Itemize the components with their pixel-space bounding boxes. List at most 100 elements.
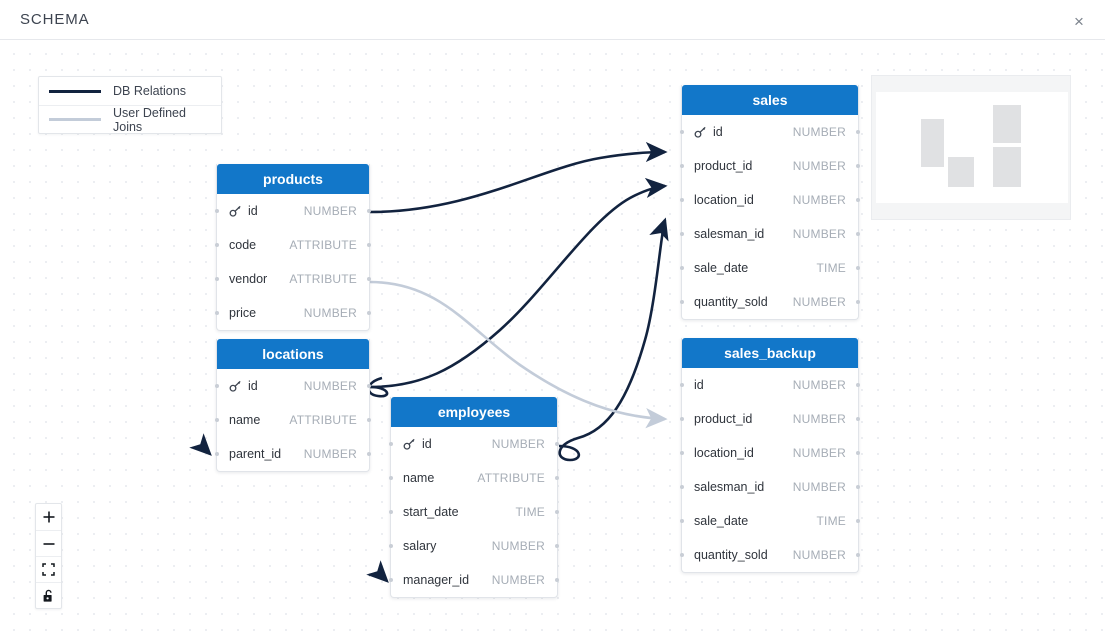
minimap[interactable] (871, 75, 1071, 220)
column-type: NUMBER (491, 539, 545, 553)
column-type: NUMBER (792, 193, 846, 207)
primary-key-icon (229, 380, 242, 393)
legend-panel: DB Relations User Defined Joins (38, 76, 222, 134)
legend-label: DB Relations (113, 84, 186, 98)
column-name: sale_date (694, 514, 749, 528)
column-name: product_id (694, 159, 753, 173)
edge-employees-selfloop-tail (366, 560, 389, 583)
primary-key-icon (694, 126, 707, 139)
table-row[interactable]: parent_id NUMBER (215, 437, 371, 471)
column-type: NUMBER (792, 125, 846, 139)
table-card-sales-backup[interactable]: sales_backup id NUMBER product_id NUMBER… (680, 338, 860, 573)
minimap-table-box (921, 119, 944, 167)
table-row[interactable]: name ATTRIBUTE (389, 461, 559, 495)
minus-icon (42, 537, 56, 551)
table-title: products (217, 164, 369, 194)
lock-canvas-button[interactable] (36, 582, 61, 608)
edge-locations-id-to-locations-parent-id (367, 376, 389, 398)
minimap-viewport[interactable] (876, 92, 1068, 203)
table-row[interactable]: id NUMBER (389, 427, 559, 461)
column-name: location_id (694, 446, 754, 460)
column-type: NUMBER (303, 447, 357, 461)
table-card-products[interactable]: products id NUMBER code ATTRIBUTE vendor… (215, 164, 371, 331)
column-type: ATTRIBUTE (477, 471, 545, 485)
column-type: NUMBER (792, 295, 846, 309)
table-row[interactable]: location_id NUMBER (680, 183, 860, 217)
table-title: employees (391, 397, 557, 427)
edge-products-id-to-sales-product-id (369, 141, 668, 214)
edge-locations-selfloop-tail (189, 433, 212, 456)
column-type: NUMBER (792, 378, 846, 392)
column-type: NUMBER (303, 204, 357, 218)
column-name: salesman_id (694, 227, 765, 241)
table-row[interactable]: sale_date TIME (680, 504, 860, 538)
zoom-in-button[interactable] (36, 504, 61, 530)
column-name: price (229, 306, 257, 320)
table-row[interactable]: salary NUMBER (389, 529, 559, 563)
column-name: quantity_sold (694, 295, 768, 309)
edge-locations-id-to-sales-location-id (369, 177, 668, 389)
column-name: parent_id (229, 447, 282, 461)
column-name: product_id (694, 412, 753, 426)
column-name: name (229, 413, 261, 427)
table-card-sales[interactable]: sales id NUMBER product_id NUMBER locati… (680, 85, 860, 320)
column-name: code (229, 238, 257, 252)
column-name: salary (403, 539, 437, 553)
close-icon[interactable]: × (1067, 9, 1091, 33)
lock-icon (42, 589, 55, 603)
dialog-titlebar: SCHEMA × (0, 0, 1105, 40)
minimap-table-box (993, 105, 1021, 143)
table-card-employees[interactable]: employees id NUMBER name ATTRIBUTE start… (389, 397, 559, 598)
table-row[interactable]: salesman_id NUMBER (680, 217, 860, 251)
column-name: sale_date (694, 261, 749, 275)
column-type: NUMBER (491, 573, 545, 587)
table-row[interactable]: name ATTRIBUTE (215, 403, 371, 437)
table-row[interactable]: vendor ATTRIBUTE (215, 262, 371, 296)
column-type: NUMBER (792, 412, 846, 426)
table-row[interactable]: id NUMBER (680, 115, 860, 149)
column-type: NUMBER (792, 227, 846, 241)
table-card-locations[interactable]: locations id NUMBER name ATTRIBUTE paren… (215, 339, 371, 472)
schema-canvas[interactable]: DB Relations User Defined Joins products… (0, 40, 1105, 644)
table-row[interactable]: code ATTRIBUTE (215, 228, 371, 262)
table-row[interactable]: id NUMBER (215, 369, 371, 403)
table-row[interactable]: location_id NUMBER (680, 436, 860, 470)
column-type: NUMBER (792, 446, 846, 460)
table-row[interactable]: product_id NUMBER (680, 402, 860, 436)
table-title: sales (682, 85, 858, 115)
column-name: id (248, 204, 258, 218)
column-type: NUMBER (792, 480, 846, 494)
table-row[interactable]: product_id NUMBER (680, 149, 860, 183)
column-name: id (713, 125, 723, 139)
table-row[interactable]: start_date TIME (389, 495, 559, 529)
column-name: quantity_sold (694, 548, 768, 562)
table-row[interactable]: quantity_sold NUMBER (680, 285, 860, 319)
fit-to-screen-button[interactable] (36, 556, 61, 582)
column-type: TIME (816, 514, 846, 528)
table-row[interactable]: manager_id NUMBER (389, 563, 559, 597)
column-type: ATTRIBUTE (289, 238, 357, 252)
edge-employees-id-to-sales-salesman-id (558, 217, 669, 462)
table-row[interactable]: sale_date TIME (680, 251, 860, 285)
column-type: NUMBER (792, 159, 846, 173)
minimap-table-box (993, 147, 1021, 187)
column-name: vendor (229, 272, 268, 286)
column-name: start_date (403, 505, 459, 519)
table-row[interactable]: id NUMBER (215, 194, 371, 228)
column-type: NUMBER (792, 548, 846, 562)
column-name: id (248, 379, 258, 393)
primary-key-icon (229, 205, 242, 218)
legend-item-user-defined-joins: User Defined Joins (39, 105, 221, 134)
page-title: SCHEMA (20, 11, 90, 28)
zoom-out-button[interactable] (36, 530, 61, 556)
column-name: manager_id (403, 573, 470, 587)
primary-key-icon (403, 438, 416, 451)
table-title: locations (217, 339, 369, 369)
table-row[interactable]: id NUMBER (680, 368, 860, 402)
column-type: TIME (816, 261, 846, 275)
table-row[interactable]: price NUMBER (215, 296, 371, 330)
table-row[interactable]: quantity_sold NUMBER (680, 538, 860, 572)
column-name: id (694, 378, 704, 392)
canvas-zoom-controls[interactable] (35, 503, 62, 609)
table-row[interactable]: salesman_id NUMBER (680, 470, 860, 504)
